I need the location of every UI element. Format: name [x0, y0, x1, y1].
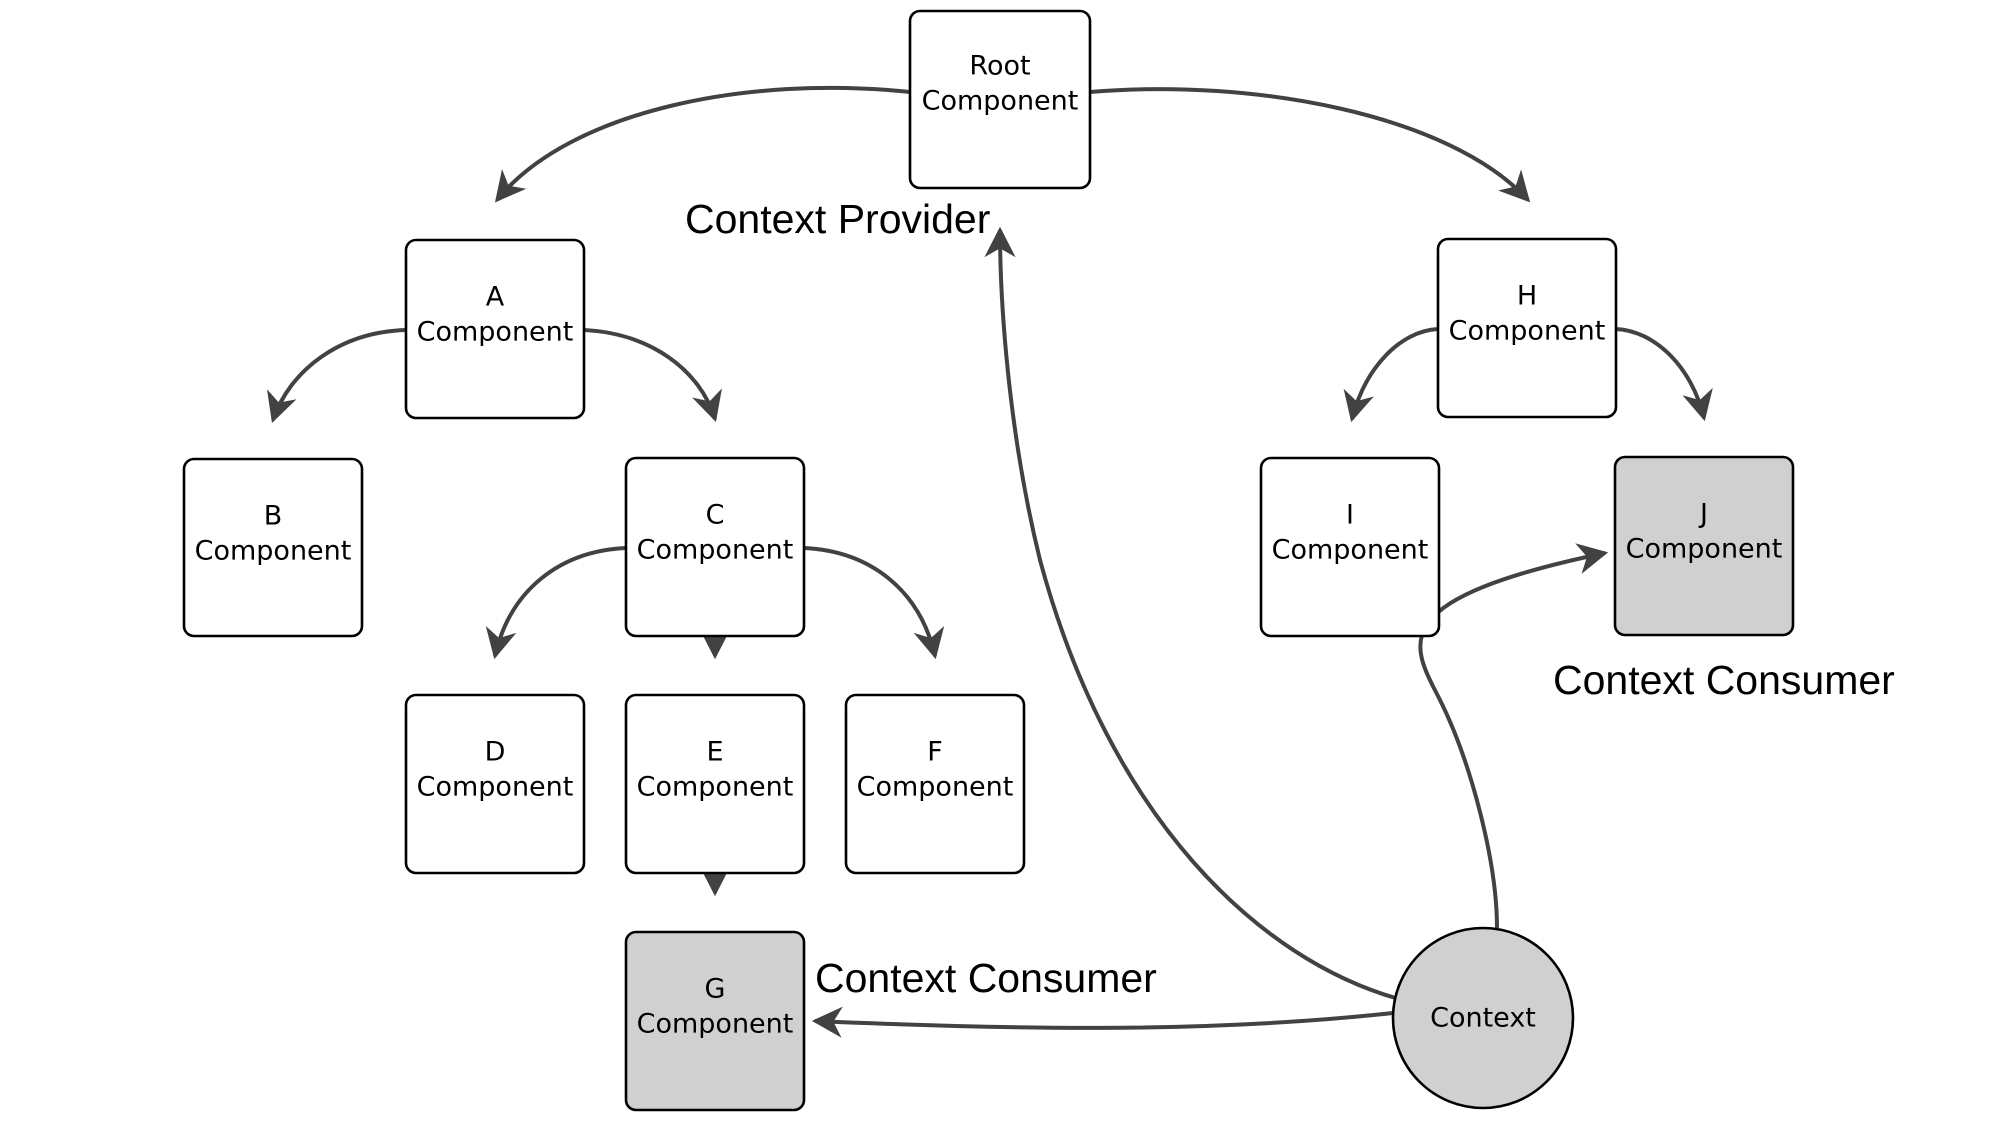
annotation-layer: Context Provider Context Consumer Contex… — [685, 196, 1895, 1001]
node-j-component-box[interactable] — [1613, 455, 1795, 637]
node-h-component-label-line2: Component — [1449, 316, 1606, 347]
node-f-component-label-line1: F — [927, 737, 943, 768]
edge-root-to-h — [1089, 87, 1531, 203]
node-i-component[interactable]: I Component — [1259, 456, 1441, 638]
node-d-component[interactable]: D Component — [404, 693, 586, 875]
node-h-component-label-line1: H — [1517, 281, 1537, 312]
node-a-component-box[interactable] — [404, 238, 586, 420]
node-context-circle-shape[interactable] — [1391, 926, 1575, 1110]
node-root-component[interactable]: Root Component — [908, 9, 1092, 190]
node-d-component-box[interactable] — [404, 693, 586, 875]
node-f-component-box[interactable] — [844, 693, 1026, 875]
node-b-component-label-line1: B — [264, 501, 283, 532]
node-e-component-label-line2: Component — [637, 772, 794, 803]
node-j-component-label-line2: Component — [1626, 534, 1783, 565]
node-h-component-box[interactable] — [1436, 237, 1618, 419]
node-g-component[interactable]: G Component — [624, 930, 806, 1112]
node-b-component-box[interactable] — [182, 457, 364, 638]
node-root-component-label-line1: Root — [969, 51, 1030, 82]
node-c-component-box[interactable] — [624, 456, 806, 638]
node-j-component[interactable]: J Component — [1613, 455, 1795, 637]
node-g-component-label-line2: Component — [637, 1009, 794, 1040]
edge-root-to-a — [494, 85, 911, 203]
node-d-component-label-line2: Component — [417, 772, 574, 803]
node-b-component-label-line2: Component — [195, 536, 352, 567]
edge-a-to-c — [583, 328, 722, 423]
node-d-component-label-line1: D — [485, 737, 506, 768]
node-h-component[interactable]: H Component — [1436, 237, 1618, 419]
node-c-component[interactable]: C Component — [624, 456, 806, 638]
node-i-component-box[interactable] — [1259, 456, 1441, 638]
node-e-component[interactable]: E Component — [624, 693, 806, 875]
annotation-context-consumer-right: Context Consumer — [1553, 657, 1895, 703]
edge-context-to-root — [984, 226, 1400, 1001]
node-e-component-label-line1: E — [706, 737, 723, 768]
node-b-component[interactable]: B Component — [182, 457, 364, 638]
node-a-component-label-line1: A — [486, 282, 505, 313]
node-c-component-label-line2: Component — [637, 535, 794, 566]
node-g-component-label-line1: G — [705, 974, 726, 1005]
edge-h-to-j — [1615, 327, 1713, 422]
edge-a-to-b — [267, 328, 407, 424]
node-context-circle[interactable]: Context — [1391, 926, 1575, 1110]
edge-h-to-i — [1343, 327, 1439, 423]
annotation-context-consumer-bottom: Context Consumer — [815, 955, 1157, 1001]
node-g-component-box[interactable] — [624, 930, 806, 1112]
node-i-component-label-line1: I — [1346, 500, 1354, 531]
node-f-component-label-line2: Component — [857, 772, 1014, 803]
edge-layer — [267, 85, 1713, 1038]
annotation-context-provider: Context Provider — [685, 196, 990, 242]
node-i-component-label-line2: Component — [1272, 535, 1429, 566]
edge-context-to-g — [811, 1006, 1394, 1038]
node-e-component-box[interactable] — [624, 693, 806, 875]
node-context-circle-label: Context — [1430, 1003, 1536, 1034]
node-root-component-box[interactable] — [908, 9, 1092, 190]
edge-c-to-d — [485, 546, 627, 660]
node-j-component-label-line1: J — [1698, 499, 1708, 530]
node-a-component-label-line2: Component — [417, 317, 574, 348]
edge-context-to-j — [1418, 543, 1609, 929]
node-c-component-label-line1: C — [706, 500, 725, 531]
node-f-component[interactable]: F Component — [844, 693, 1026, 875]
node-root-component-label-line2: Component — [922, 86, 1079, 117]
node-a-component[interactable]: A Component — [404, 238, 586, 420]
node-layer: Root Component A Component H Component B… — [182, 9, 1795, 1112]
edge-c-to-f — [803, 546, 945, 660]
